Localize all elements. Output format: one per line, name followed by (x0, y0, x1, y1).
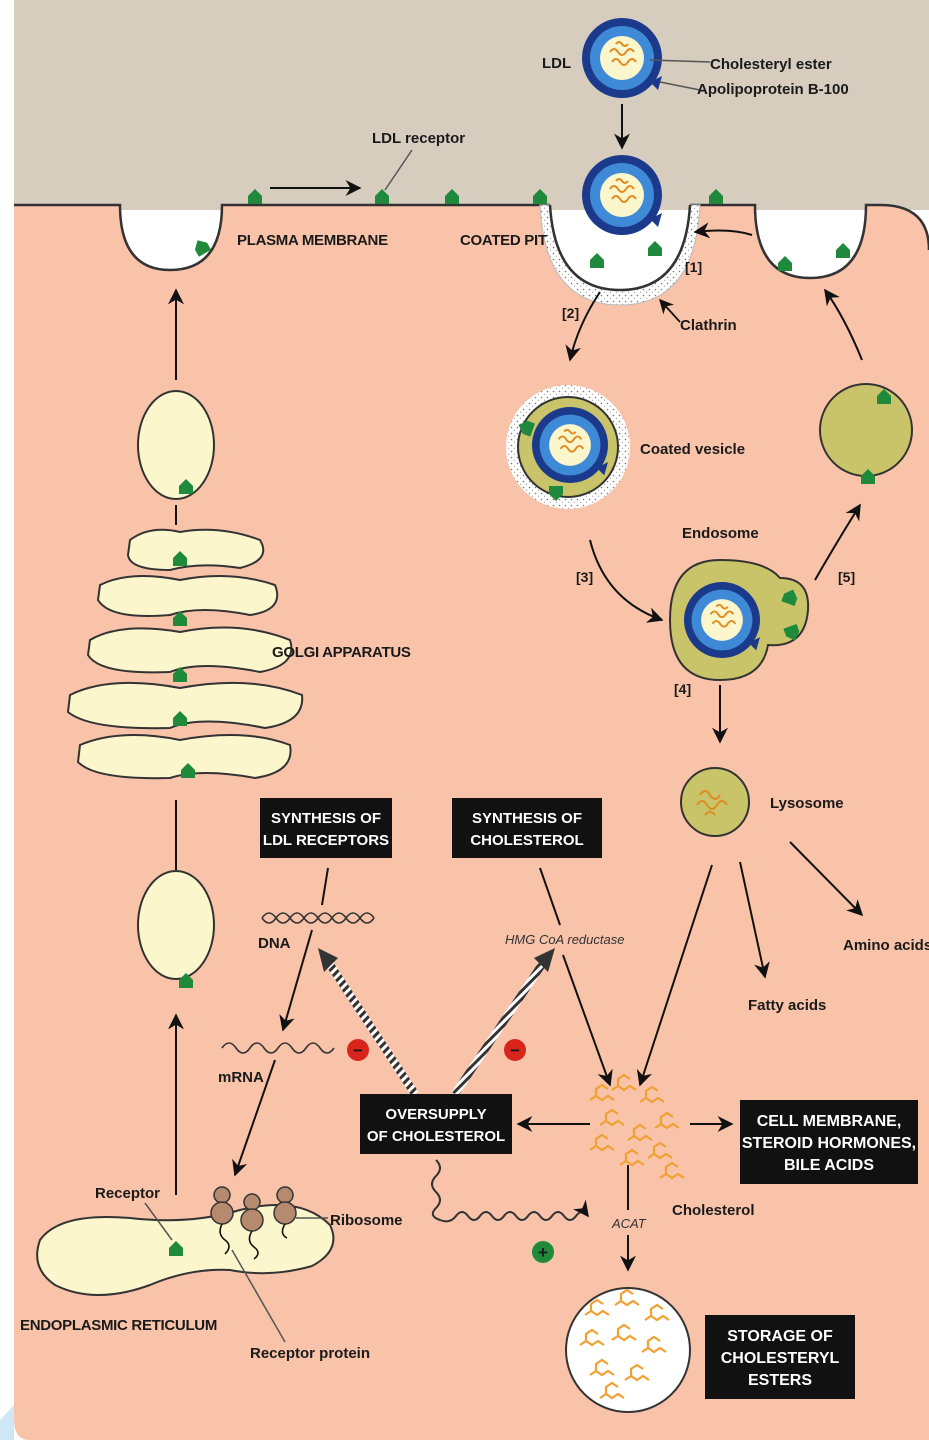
step-1-label: [1] (685, 259, 702, 275)
storage-box: STORAGE OF CHOLESTERYL ESTERS (705, 1315, 855, 1399)
lysosome (681, 768, 749, 836)
golgi-label: GOLGI APPARATUS (272, 644, 411, 661)
dna-label: DNA (258, 935, 291, 952)
svg-text:CHOLESTERYL: CHOLESTERYL (721, 1350, 840, 1367)
svg-text:STORAGE OF: STORAGE OF (727, 1328, 833, 1345)
synthesis-ldl-receptors-box: SYNTHESIS OF LDL RECEPTORS (260, 798, 392, 858)
ldl-particle-free (582, 18, 662, 98)
svg-text:−: − (353, 1041, 363, 1060)
inhibit-sign-right: − (504, 1039, 526, 1061)
ldl-label: LDL (542, 55, 571, 72)
step-5-label: [5] (838, 569, 855, 585)
coated-pit-label: COATED PIT (460, 232, 547, 249)
fatty-acids-label: Fatty acids (748, 997, 826, 1014)
golgi-vesicle-top (138, 391, 214, 499)
ldl-receptor-label: LDL receptor (372, 130, 465, 147)
svg-text:BILE ACIDS: BILE ACIDS (784, 1157, 874, 1174)
acat-label: ACAT (611, 1216, 647, 1231)
ldl-particle-bound (582, 155, 662, 235)
hmg-coa-reductase-label: HMG CoA reductase (505, 932, 624, 947)
lysosome-label: Lysosome (770, 795, 844, 812)
cell-membrane-box: CELL MEMBRANE, STEROID HORMONES, BILE AC… (740, 1100, 918, 1184)
cholesterol-label: Cholesterol (672, 1202, 755, 1219)
synthesis-cholesterol-box: SYNTHESIS OF CHOLESTEROL (452, 798, 602, 858)
ribosome-label: Ribosome (330, 1212, 403, 1229)
er-label: ENDOPLASMIC RETICULUM (20, 1317, 217, 1334)
svg-text:+: + (538, 1243, 548, 1262)
svg-text:OVERSUPPLY: OVERSUPPLY (385, 1106, 486, 1123)
coated-vesicle (506, 385, 630, 509)
svg-text:STEROID HORMONES,: STEROID HORMONES, (742, 1135, 916, 1152)
step-2-label: [2] (562, 305, 579, 321)
amino-acids-label: Amino acids (843, 937, 929, 954)
svg-text:LDL RECEPTORS: LDL RECEPTORS (263, 832, 389, 849)
receptor-protein-label: Receptor protein (250, 1345, 370, 1362)
cholesteryl-ester-droplet (566, 1288, 690, 1412)
step-4-label: [4] (674, 681, 691, 697)
coated-vesicle-label: Coated vesicle (640, 441, 745, 458)
svg-text:CELL MEMBRANE,: CELL MEMBRANE, (757, 1113, 902, 1130)
clathrin-label: Clathrin (680, 317, 737, 334)
plasma-membrane-label: PLASMA MEMBRANE (237, 232, 388, 249)
ribosomes (211, 1187, 296, 1231)
step-3-label: [3] (576, 569, 593, 585)
oversupply-box: OVERSUPPLY OF CHOLESTEROL (360, 1094, 512, 1154)
mrna-label: mRNA (218, 1069, 264, 1086)
svg-text:ESTERS: ESTERS (748, 1372, 812, 1389)
svg-text:SYNTHESIS OF: SYNTHESIS OF (271, 810, 381, 827)
receptor-label: Receptor (95, 1185, 160, 1202)
svg-text:−: − (510, 1041, 520, 1060)
svg-text:CHOLESTEROL: CHOLESTEROL (470, 832, 583, 849)
stimulate-sign: + (532, 1241, 554, 1263)
svg-text:SYNTHESIS OF: SYNTHESIS OF (472, 810, 582, 827)
svg-text:OF CHOLESTEROL: OF CHOLESTEROL (367, 1128, 505, 1145)
endosome-label: Endosome (682, 525, 759, 542)
cholesteryl-ester-label: Cholesteryl ester (710, 56, 832, 73)
apolipoprotein-label: Apolipoprotein B-100 (697, 81, 849, 98)
extracellular-space (14, 0, 929, 210)
inhibit-sign-left: − (347, 1039, 369, 1061)
